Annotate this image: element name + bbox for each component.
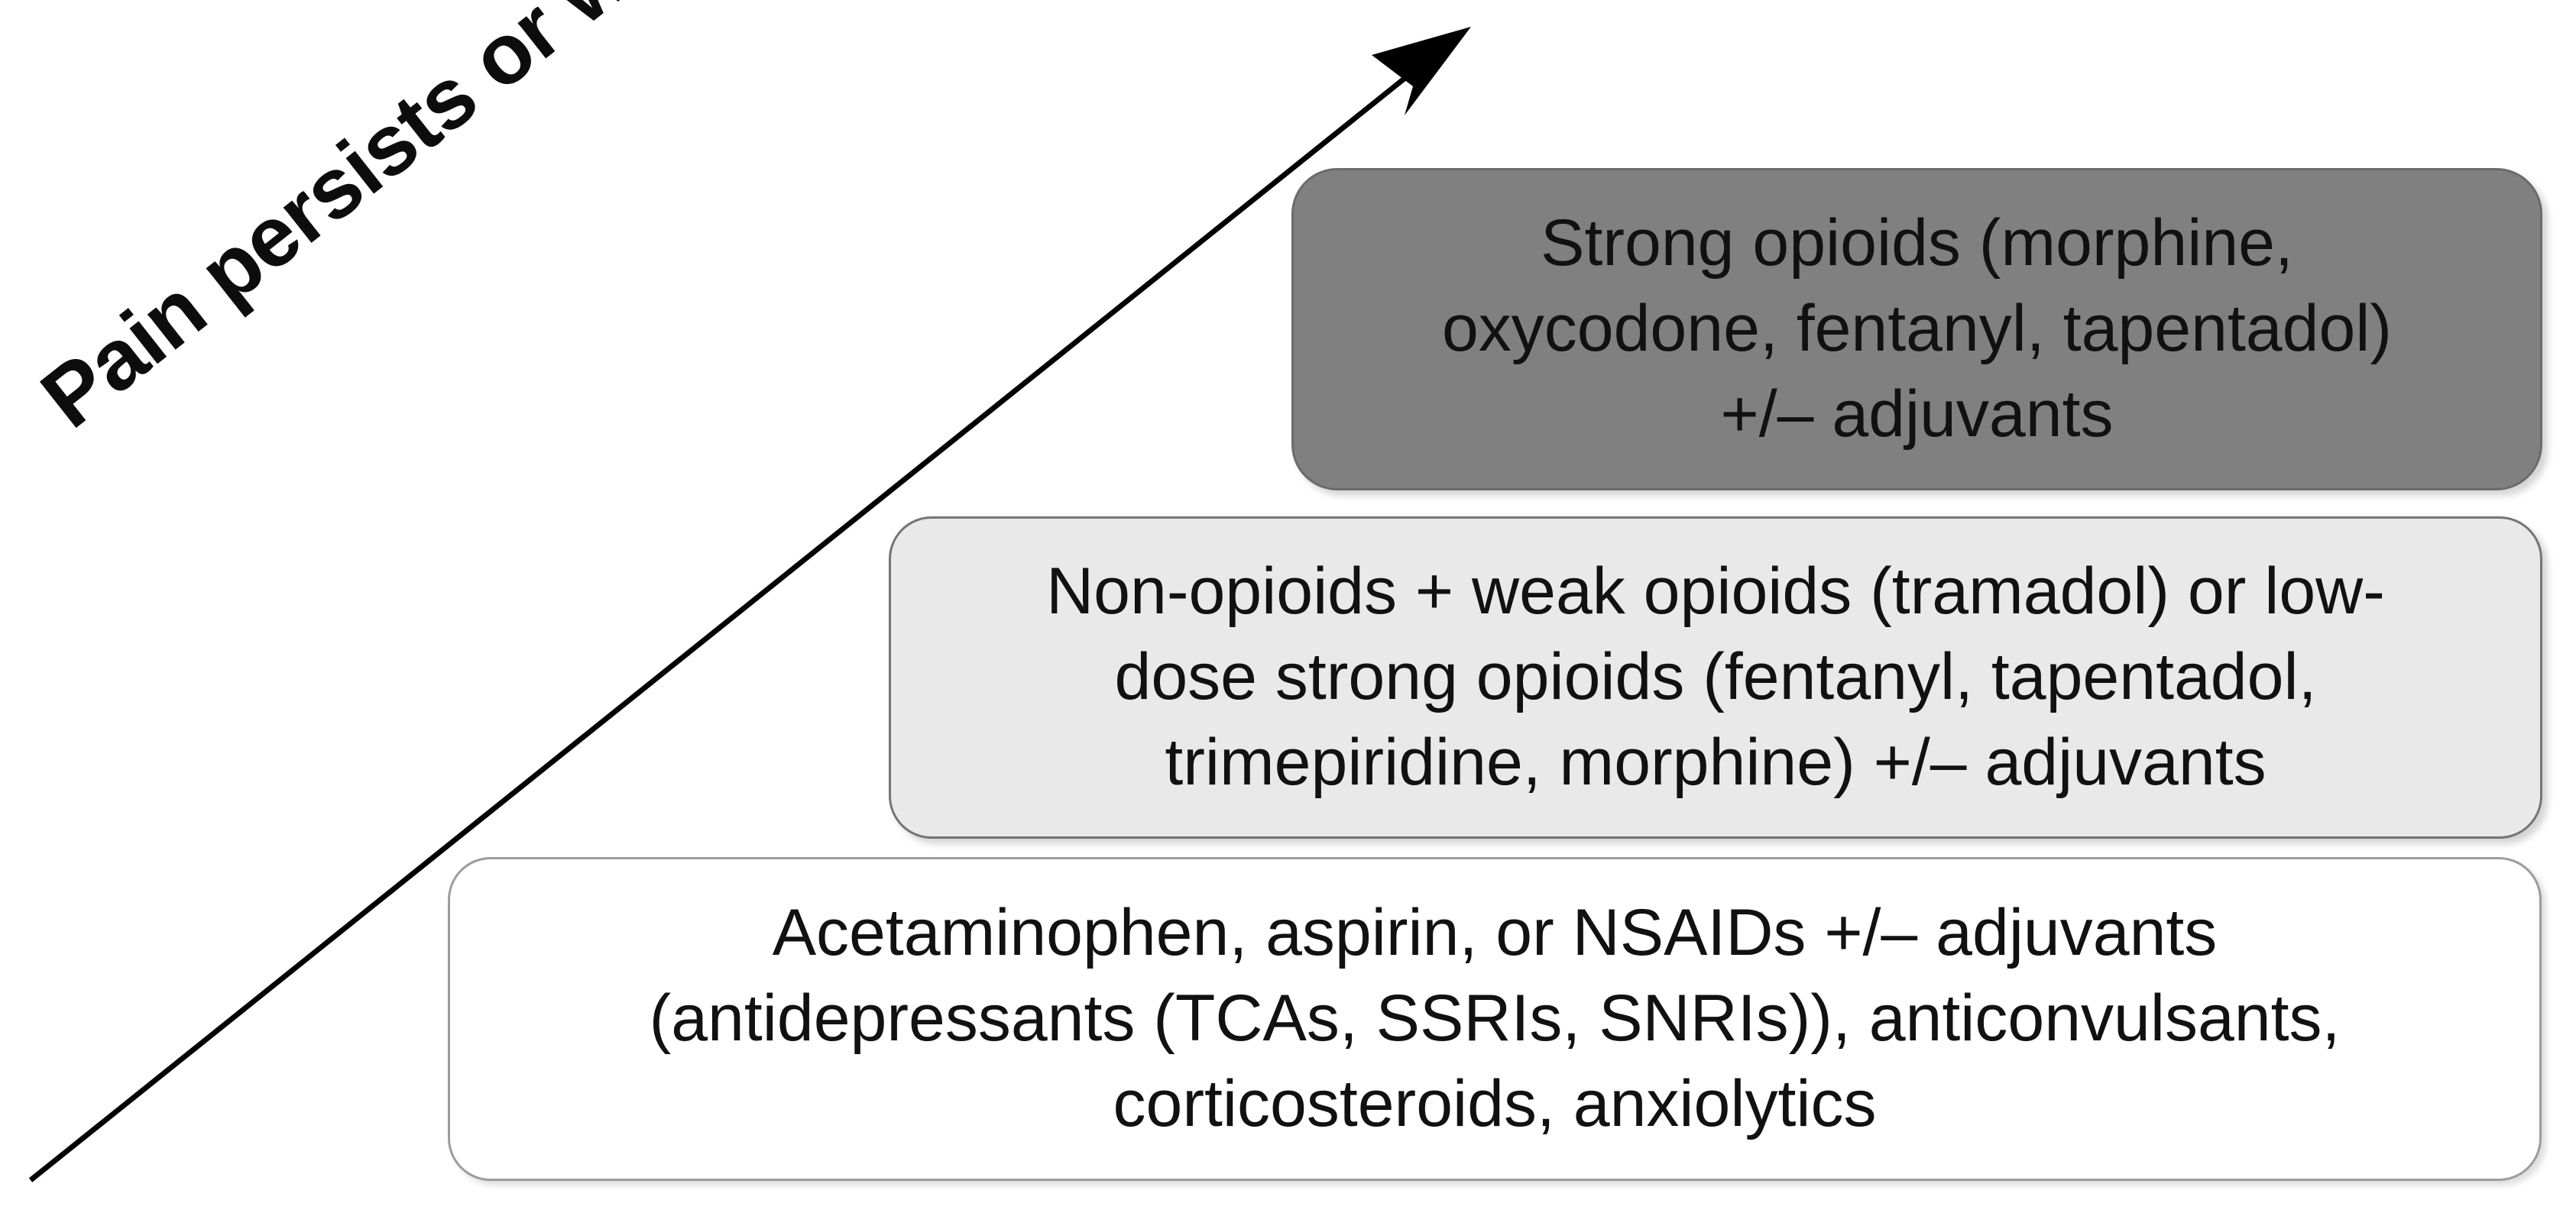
step-2-line-3: trimepiridine, morphine) +/– adjuvants	[1165, 725, 2267, 799]
step-3-line-3: +/– adjuvants	[1720, 377, 2114, 451]
ladder-step-3[interactable]: Strong opioids (morphine, oxycodone, fen…	[1291, 168, 2542, 490]
ladder-step-2[interactable]: Non-opioids + weak opioids (tramadol) or…	[889, 516, 2542, 839]
step-1-line-2: (antidepressants (TCAs, SSRIs, SNRIs)), …	[649, 982, 2341, 1056]
step-1-line-3: corticosteroids, anxiolytics	[1113, 1066, 1877, 1140]
step-3-line-1: Strong opioids (morphine,	[1541, 206, 2293, 280]
ladder-step-1[interactable]: Acetaminophen, aspirin, or NSAIDs +/– ad…	[448, 857, 2542, 1181]
arrow-head-icon	[1372, 27, 1471, 115]
step-1-line-1: Acetaminophen, aspirin, or NSAIDs +/– ad…	[772, 896, 2218, 970]
step-3-line-2: oxycodone, fentanyl, tapentadol)	[1441, 292, 2393, 366]
step-2-line-1: Non-opioids + weak opioids (tramadol) or…	[1046, 555, 2385, 629]
escalation-label: Pain persists or worsens	[24, 0, 865, 446]
step-2-line-2: dose strong opioids (fentanyl, tapentado…	[1114, 640, 2317, 714]
